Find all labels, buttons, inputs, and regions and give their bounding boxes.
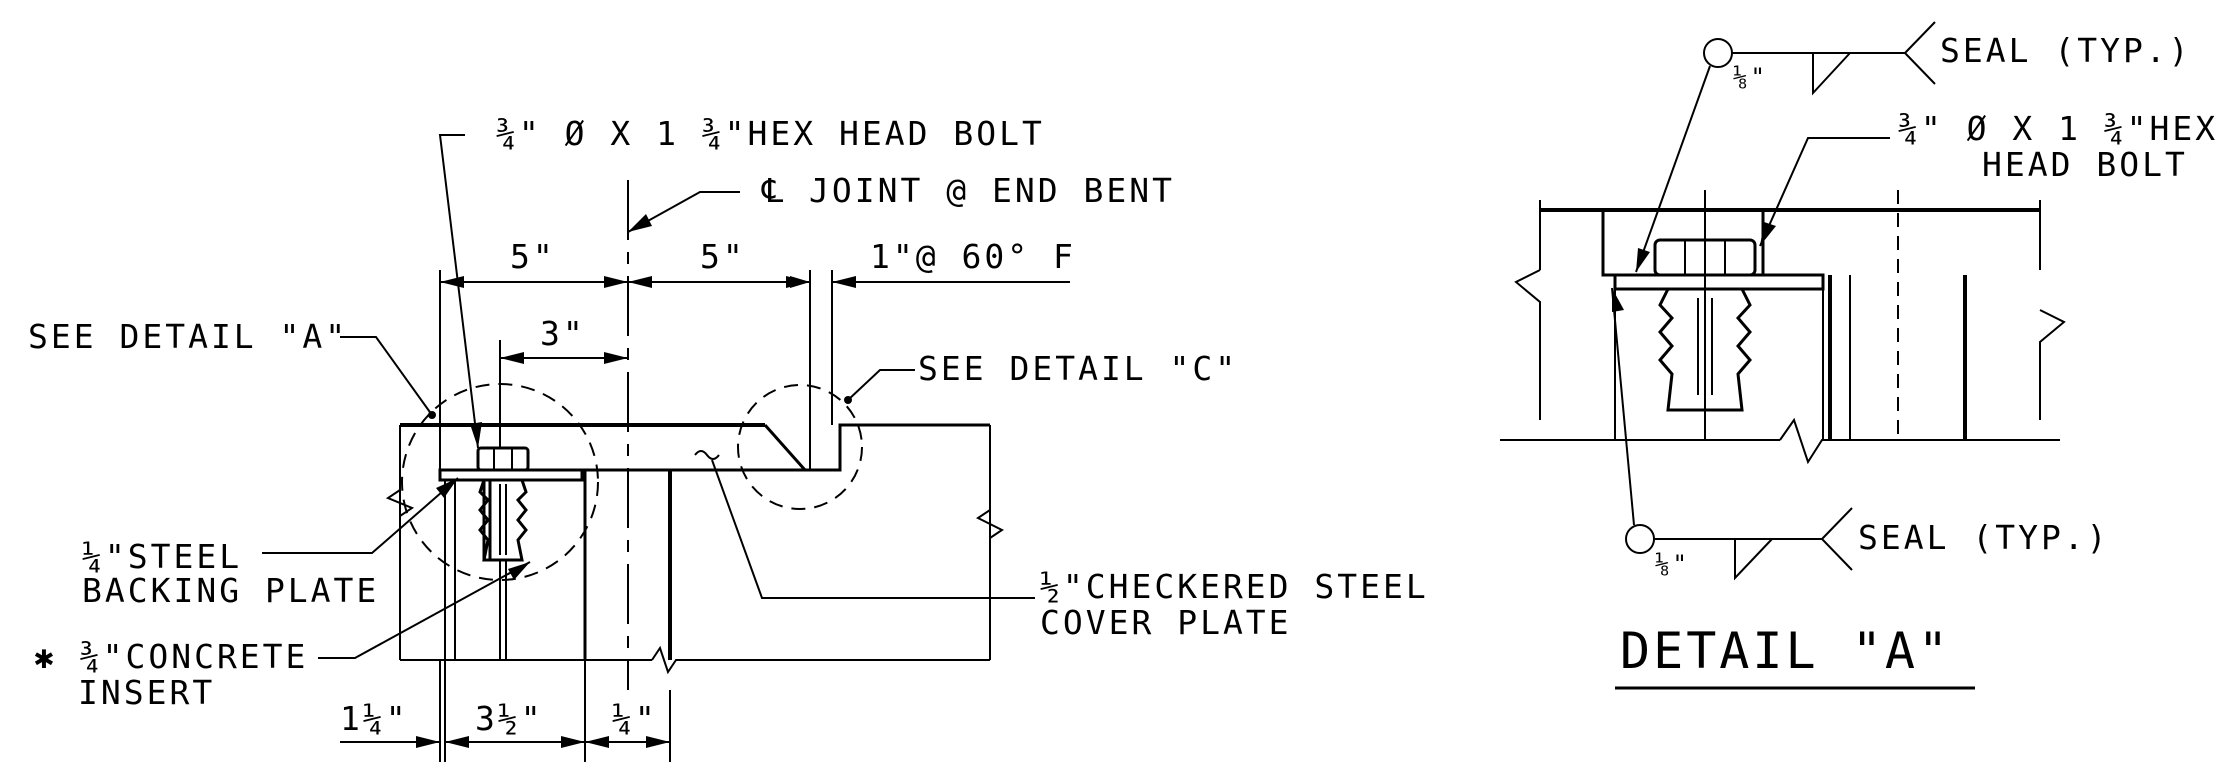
- detail-a-bolt-label-2: HEAD BOLT: [1982, 145, 2188, 184]
- bolt-label: ¾" Ø X 1 ¾"HEX HEAD BOLT: [496, 114, 1045, 153]
- bottom-dimensions: 1¼" 3½" ¼": [340, 660, 671, 762]
- dim-5-5: 5" 5" 1"@ 60° F: [440, 237, 1076, 288]
- weld-bottom-label: ⅛": [1655, 550, 1690, 578]
- concrete-insert-label-2: INSERT: [78, 673, 215, 712]
- cover-plate-label-2: COVER PLATE: [1040, 603, 1292, 642]
- concrete-insert-label-1: ✱ ¾"CONCRETE: [34, 637, 308, 676]
- hex-bolt-assembly: [476, 446, 530, 660]
- see-detail-a-label: SEE DETAIL "A": [28, 317, 348, 356]
- section-view: 5" 5" 1"@ 60° F 3" ¾" Ø X 1 ¾"HEX HEAD B…: [28, 114, 1429, 762]
- seal-bottom-label: SEAL (TYP.): [1858, 518, 2110, 557]
- detail-a-hex-bolt: [1653, 238, 1757, 412]
- backing-plate-label-2: BACKING PLATE: [82, 571, 379, 610]
- dim-bottom-3-label: ¼": [612, 699, 658, 738]
- detail-a-bolt-label-1: ¾" Ø X 1 ¾"HEX: [1898, 109, 2218, 148]
- detail-a-outline: [1500, 190, 2066, 465]
- detail-a-view: ⅛" SEAL (TYP.) ⅛" SEAL (TYP.) ¾" Ø X 1 ¾…: [1500, 21, 2218, 690]
- dim-bottom-2-label: 3½": [475, 699, 544, 738]
- seal-top-label: SEAL (TYP.): [1940, 31, 2192, 70]
- see-detail-c-callout: SEE DETAIL "C": [844, 349, 1238, 404]
- dim-bottom-1-label: 1¼": [340, 699, 409, 738]
- dim-three-label: 3": [540, 314, 586, 353]
- detail-a-title-block: DETAIL "A": [1615, 622, 1975, 690]
- joint-callout: ℄ JOINT @ END BENT: [627, 171, 1175, 233]
- dim-3: 3": [500, 314, 628, 364]
- detail-c-circle: [737, 384, 863, 510]
- detail-a-seal-top: ⅛" SEAL (TYP.): [1635, 21, 2192, 273]
- backing-plate-label-1: ¼"STEEL: [82, 537, 242, 576]
- backing-plate-callout: ¼"STEEL BACKING PLATE: [82, 477, 459, 610]
- cover-plate-label-1: ½"CHECKERED STEEL: [1040, 567, 1429, 606]
- detail-a-title: DETAIL "A": [1620, 622, 1951, 680]
- deck-outline: [385, 423, 1004, 675]
- dim-left-label: 5": [510, 237, 556, 276]
- dim-gap-label: 1"@ 60° F: [870, 237, 1076, 276]
- cover-plate-callout: ½"CHECKERED STEEL COVER PLATE: [711, 459, 1429, 642]
- weld-top-label: ⅛": [1733, 63, 1768, 91]
- joint-label: ℄ JOINT @ END BENT: [761, 171, 1175, 210]
- see-detail-c-label: SEE DETAIL "C": [918, 349, 1238, 388]
- detail-a-bolt-callout: ¾" Ø X 1 ¾"HEX HEAD BOLT: [1759, 109, 2218, 247]
- see-detail-a-callout: SEE DETAIL "A": [28, 317, 436, 419]
- dim-right-label: 5": [700, 237, 746, 276]
- concrete-insert-callout: ✱ ¾"CONCRETE INSERT: [34, 561, 531, 712]
- detail-a-seal-bottom: ⅛" SEAL (TYP.): [1611, 287, 2110, 581]
- bolt-callout: ¾" Ø X 1 ¾"HEX HEAD BOLT: [438, 114, 1045, 449]
